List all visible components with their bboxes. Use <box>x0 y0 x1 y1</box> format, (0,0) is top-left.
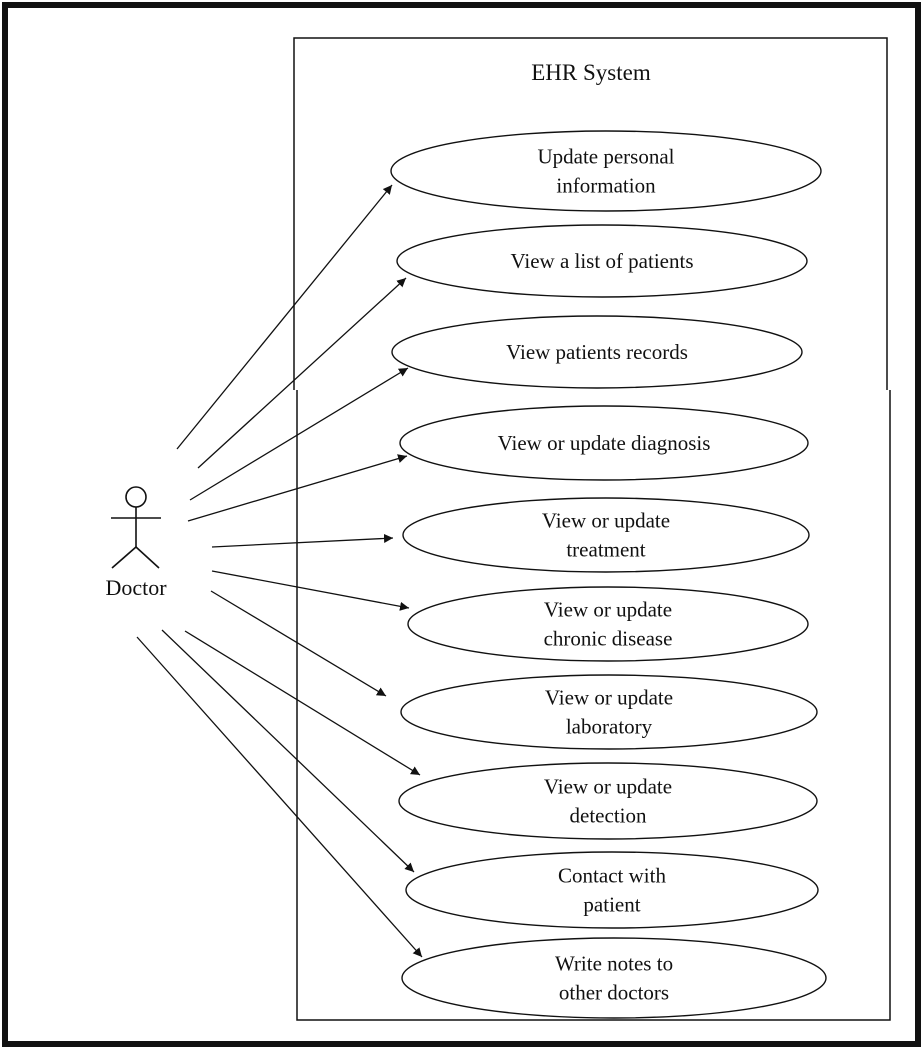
system-title: EHR System <box>531 60 651 85</box>
association-arrow-3 <box>189 367 409 501</box>
use-case-label: other doctors <box>559 981 669 1005</box>
use-case-ellipse <box>396 224 808 298</box>
use-case-label: chronic disease <box>544 627 673 651</box>
use-case-ellipse <box>407 586 809 662</box>
stick-figure-icon <box>111 486 161 569</box>
use-case-ellipse <box>391 315 803 389</box>
actor-label: Doctor <box>105 575 167 600</box>
use-case-4[interactable]: View or update diagnosis <box>399 405 809 481</box>
association-arrow-9 <box>161 629 415 873</box>
association-arrow-7 <box>210 590 387 697</box>
use-case-label: View or update diagnosis <box>498 431 711 455</box>
use-case-5[interactable]: View or update treatment <box>402 497 810 573</box>
use-case-ellipse <box>402 497 810 573</box>
use-case-label: laboratory <box>566 715 653 739</box>
association-arrow-6 <box>211 570 410 611</box>
use-case-label: View or update <box>542 509 670 533</box>
use-case-label: Contact with <box>558 864 666 888</box>
use-case-6[interactable]: View or update chronic disease <box>407 586 809 662</box>
system-boundary-upper <box>293 37 888 390</box>
use-case-label: detection <box>570 804 647 828</box>
system-boundary: EHR System <box>293 37 891 1021</box>
use-case-label: View or update <box>545 686 673 710</box>
association-arrow-1 <box>176 184 393 450</box>
use-case-ellipse <box>399 405 809 481</box>
association-arrow-4 <box>187 454 408 522</box>
use-case-ellipse <box>390 130 822 212</box>
use-case-7[interactable]: View or update laboratory <box>400 674 818 750</box>
use-case-9[interactable]: Contact with patient <box>405 851 819 929</box>
association-arrow-2 <box>197 277 407 469</box>
use-case-10[interactable]: Write notes to other doctors <box>401 937 827 1019</box>
use-case-label: View a list of patients <box>510 249 693 273</box>
actor-doctor[interactable]: Doctor <box>105 486 167 600</box>
use-case-label: treatment <box>566 538 645 562</box>
use-case-ellipse <box>401 937 827 1019</box>
association-arrow-10 <box>136 636 423 958</box>
use-case-ellipse <box>405 851 819 929</box>
use-case-label: information <box>556 174 656 198</box>
use-case-3[interactable]: View patients records <box>391 315 803 389</box>
use-case-label: patient <box>583 893 640 917</box>
use-case-label: Update personal <box>537 145 674 169</box>
use-case-label: View patients records <box>506 340 688 364</box>
use-case-2[interactable]: View a list of patients <box>396 224 808 298</box>
associations <box>136 184 423 958</box>
use-case-ellipse <box>398 762 818 840</box>
use-case-label: View or update <box>544 598 672 622</box>
use-case-1[interactable]: Update personal information <box>390 130 822 212</box>
use-case-label: Write notes to <box>555 952 673 976</box>
use-case-label: View or update <box>544 775 672 799</box>
association-arrow-8 <box>184 630 421 776</box>
use-case-ellipse <box>400 674 818 750</box>
use-case-8[interactable]: View or update detection <box>398 762 818 840</box>
association-arrow-5 <box>211 533 394 548</box>
system-boundary-lower <box>296 390 891 1021</box>
